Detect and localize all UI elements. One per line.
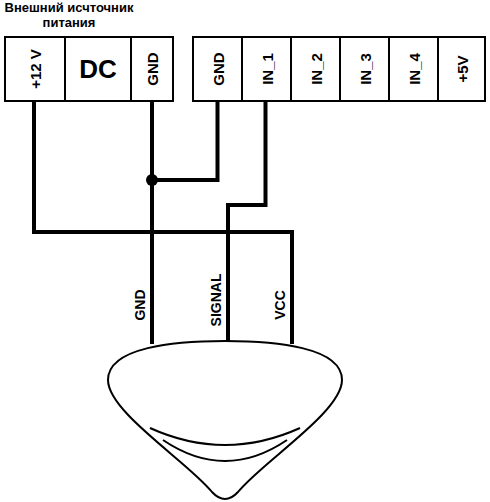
signal-name: VCC [273,290,287,320]
terminal-cell: +5V [437,36,486,102]
signal-name: SIGNAL [209,274,223,327]
terminal-label: IN_3 [357,53,372,85]
terminal-cell: IN_2 [290,36,341,102]
terminal-label: +12 V [28,49,43,89]
sensor-body [108,341,342,499]
terminal-cell: GND [192,36,243,102]
sensor-lens [163,440,287,461]
terminal-label: DC [79,56,117,82]
signal-wire [228,102,266,344]
terminal-cell: DC [64,36,132,102]
terminal-label: +5V [454,55,469,82]
terminal-label: IN_2 [308,53,323,85]
ground-wire [152,102,218,180]
terminal-cell: +12 V [4,36,66,102]
terminal-label: IN_1 [259,53,274,85]
terminal-cell: IN_4 [388,36,439,102]
terminal-cell: GND [130,36,174,102]
terminal-cell: IN_1 [241,36,292,102]
terminal-cell: IN_3 [339,36,390,102]
gnd-wire [150,180,154,344]
signal-name: GND [133,289,147,320]
diagram-title: Внешний исчточник питания [2,0,136,30]
sensor-lens [150,428,300,445]
vcc-wire [34,102,292,344]
terminal-label: GND [145,52,160,85]
terminal-label: IN_4 [406,53,421,85]
terminal-label: GND [210,52,225,85]
